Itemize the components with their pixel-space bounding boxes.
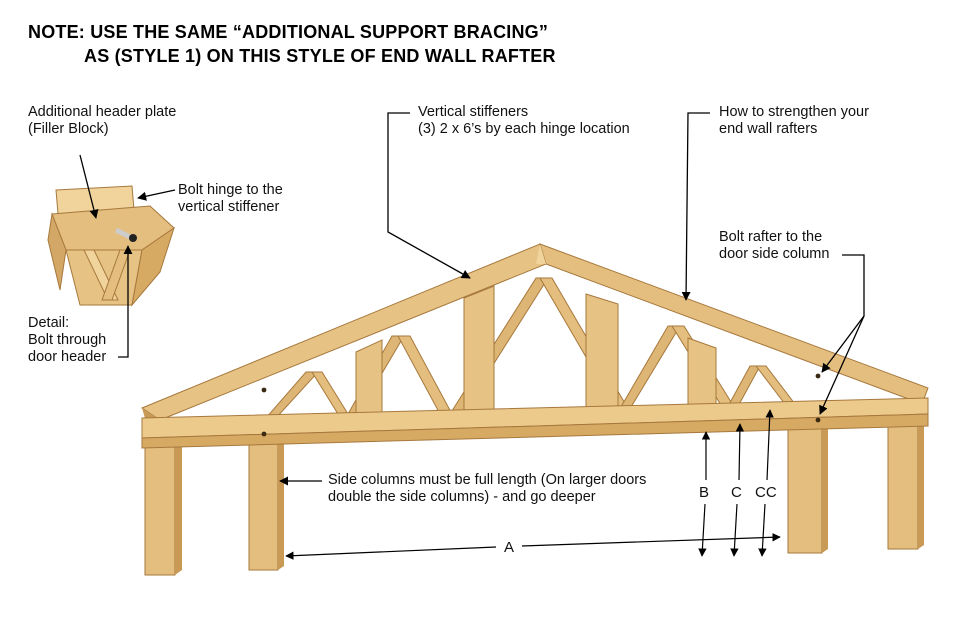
label-bolt-rafter-line-1: Bolt rafter to the [719,229,823,245]
dim-a-right [521,533,781,547]
dimension-b-label: B [699,484,710,501]
dim-c-up [735,423,745,481]
label-bolt-hinge-line-2: vertical stiffener [178,199,280,215]
label-detail-line-1: Detail: [28,315,70,331]
label-vertical-stiffeners: Vertical stiffeners (3) 2 x 6’s by each … [418,104,630,138]
label-strengthen: How to strengthen your end wall rafters [719,104,869,138]
label-bolt-hinge: Bolt hinge to the vertical stiffener [178,182,283,216]
label-header-plate: Additional header plate (Filler Block) [28,104,176,138]
label-vertical-stiffeners-line-2: (3) 2 x 6’s by each hinge location [418,121,630,137]
leader-bolt-hinge [137,189,176,201]
dimension-c-label: C [731,484,742,501]
label-detail-line-3: door header [28,349,107,365]
label-detail: Detail: Bolt through door header [28,315,106,366]
dim-c-down [730,503,739,557]
detail-bolt [114,227,137,242]
leader-bolt-rafter-2 [819,315,865,415]
label-side-columns-line-2: double the side columns) - and go deeper [328,489,596,505]
bottom-chord [141,397,929,449]
note-line-2: AS (STYLE 1) ON THIS STYLE OF END WALL R… [84,46,556,66]
leader-strengthen [681,112,710,301]
right-outer-column [887,418,924,550]
rafters [140,243,929,422]
detail-block [47,185,175,307]
dim-a-left [285,546,497,560]
leader-lines [79,112,865,486]
dimension-lines [285,409,781,560]
label-header-plate-line-1: Additional header plate [28,104,177,120]
label-bolt-rafter: Bolt rafter to the door side column [719,229,829,263]
left-outer-column [144,436,182,576]
note-line-1: NOTE: USE THE SAME “ADDITIONAL SUPPORT B… [28,22,549,42]
leader-detail [118,245,133,358]
leader-bolt-rafter-1 [821,254,865,373]
label-strengthen-line-2: end wall rafters [719,121,818,137]
right-door-side-column [787,422,828,554]
label-bolt-hinge-line-1: Bolt hinge to the [178,182,283,198]
truss-webs [264,277,800,419]
dimension-a-label: A [504,539,515,556]
label-detail-line-2: Bolt through [28,332,107,348]
dim-b-down [698,503,707,557]
label-strengthen-line-1: How to strengthen your [719,104,869,120]
label-header-plate-line-2: (Filler Block) [28,121,109,137]
bolt-marks [261,373,821,437]
left-door-side-column [248,437,284,571]
label-side-columns-line-1: Side columns must be full length (On lar… [328,472,647,488]
dimension-cc-label: CC [755,484,777,501]
leader-header-plate [79,154,99,219]
label-vertical-stiffeners-line-1: Vertical stiffeners [418,104,529,120]
dim-cc-up [765,409,774,481]
note-heading: NOTE: USE THE SAME “ADDITIONAL SUPPORT B… [28,20,556,68]
label-bolt-rafter-line-2: door side column [719,246,830,262]
label-side-columns: Side columns must be full length (On lar… [328,472,646,506]
dim-cc-down [758,503,767,557]
leader-vertical-stiffeners [387,112,471,279]
